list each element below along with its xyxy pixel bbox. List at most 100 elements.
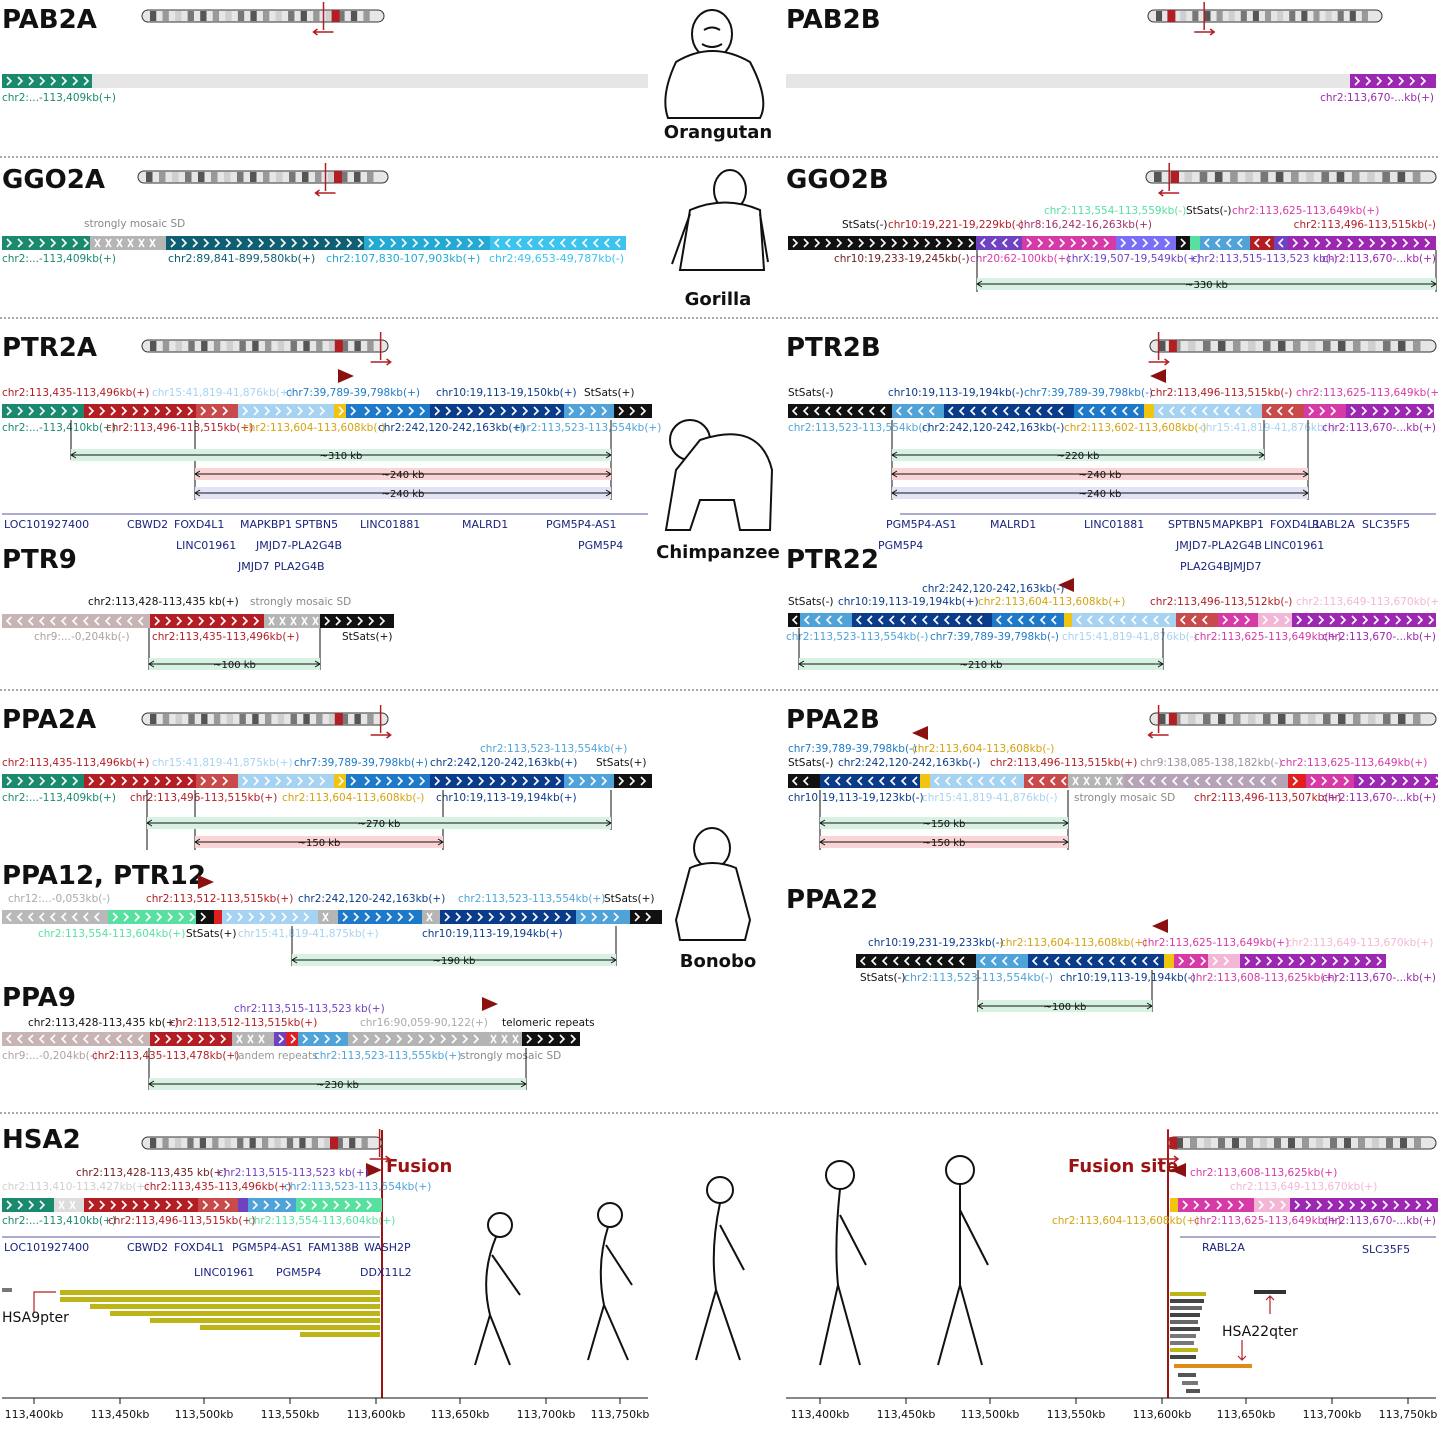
segment-block (84, 774, 196, 788)
chevron-icon (1223, 406, 1230, 416)
chevron-icon (570, 1034, 577, 1044)
chevron-icon (6, 1200, 13, 1210)
segment (1304, 404, 1346, 418)
span-arrowheads (891, 451, 1265, 459)
chevron-icon (1307, 615, 1314, 625)
chevron-icon (1149, 776, 1156, 786)
chevron-icon (211, 776, 218, 786)
chevron-icon (275, 776, 282, 786)
chevron-icon (1255, 956, 1262, 966)
chromosome-band (1414, 1138, 1421, 1148)
chromosome-band (262, 1138, 269, 1148)
segment (944, 404, 1074, 418)
chevron-icon (1292, 238, 1299, 248)
chromosome-band (175, 714, 182, 724)
span-arrowheads (194, 470, 612, 478)
chevron-icon (123, 912, 130, 922)
chevron-icon (925, 956, 932, 966)
chromosome-band (1188, 714, 1196, 724)
span-arrowheads (891, 489, 1309, 497)
chevron-icon (1266, 956, 1273, 966)
chromosome-band (1397, 172, 1406, 182)
chevron-icon (1182, 776, 1189, 786)
chromosome-band (1190, 1138, 1197, 1148)
segment-block (576, 910, 630, 924)
chevron-icon (312, 616, 319, 626)
centromere (330, 1137, 338, 1149)
chevron-icon (401, 238, 408, 248)
chevron-icon (966, 776, 973, 786)
chevron-icon (944, 776, 951, 786)
segment-label: chr2:113,515-113,523 kb(-) (1192, 253, 1338, 265)
chevron-icon (1059, 238, 1066, 248)
segment-block (1274, 236, 1288, 250)
chevron-icon (1094, 776, 1101, 786)
chevron-icon (242, 776, 249, 786)
axis-tick-label: 113,500kb (175, 1408, 234, 1421)
chevron-icon (1164, 238, 1171, 248)
segment-label: chr2:113,554-113,604kb(+) (248, 1215, 395, 1227)
span-arrowheads (819, 819, 1069, 827)
span-label: ~270 kb (358, 819, 401, 830)
segment-label: chr16:90,059-90,122(+) (360, 1017, 488, 1029)
alignment-bar (1170, 1299, 1204, 1303)
chevron-icon (1081, 238, 1088, 248)
chevron-icon (602, 912, 609, 922)
segment-label: chr2:113,625-113,649kb(+) (1280, 757, 1427, 769)
chevron-icon (16, 912, 23, 922)
segment-label: chr12:...-0,053kb(-) (8, 893, 110, 905)
chevron-icon (440, 1034, 447, 1044)
chromosome-band (226, 714, 234, 724)
chevron-icon (1319, 406, 1326, 416)
chevron-icon (269, 238, 276, 248)
chromosome-band (1232, 1138, 1239, 1148)
segment-block (90, 236, 166, 250)
chevron-icon (1001, 956, 1008, 966)
segment (788, 774, 820, 788)
segment (1074, 404, 1144, 418)
chevron-icon (61, 238, 68, 248)
chromosome-band (1323, 714, 1331, 724)
chevron-icon (791, 776, 798, 786)
chevron-icon (71, 616, 78, 626)
segment (298, 1032, 348, 1046)
chevron-icon (278, 1034, 285, 1044)
chromosome-band (187, 1138, 194, 1148)
human-evolution-icon (474, 1155, 989, 1366)
panel-title-ppa2b: PPA2B (786, 705, 880, 735)
chevron-icon (104, 616, 111, 626)
segment (196, 404, 238, 418)
chromosome-band (1203, 341, 1211, 351)
chromosome-band (341, 172, 348, 182)
segment-label: chr2:113,435-113,478kb(+) (92, 1050, 239, 1062)
gene-label: PLA2G4B (1180, 560, 1231, 573)
chevron-icon (88, 1200, 95, 1210)
chevron-icon (17, 1200, 24, 1210)
gene-label: JMJD7-PLA2G4B (255, 539, 342, 552)
chevron-icon (220, 616, 227, 626)
chevron-icon (17, 406, 24, 416)
chevron-icon (132, 1200, 139, 1210)
chevron-icon (792, 238, 799, 248)
chevron-icon (1405, 406, 1412, 416)
chevron-icon (121, 776, 128, 786)
panel-title-ppa12: PPA12, PTR12 (2, 861, 206, 891)
alignment-bar (60, 1290, 380, 1295)
chevron-icon (412, 238, 419, 248)
segment-block (346, 404, 360, 418)
chromosome-band (1274, 1138, 1281, 1148)
chevron-icon (99, 406, 106, 416)
chevron-icon (1360, 1200, 1367, 1210)
chevron-icon (50, 776, 57, 786)
span-label: ~330 kb (1185, 280, 1228, 291)
segment (1174, 954, 1208, 968)
chevron-icon (1119, 615, 1126, 625)
chevron-icon (200, 406, 207, 416)
chevron-icon (618, 406, 625, 416)
chevron-icon (220, 1034, 227, 1044)
chromosome-band (1188, 341, 1196, 351)
chevron-icon (397, 776, 404, 786)
chevron-icon (1276, 406, 1283, 416)
segment-block (1154, 404, 1262, 418)
chevron-icon (355, 1200, 362, 1210)
